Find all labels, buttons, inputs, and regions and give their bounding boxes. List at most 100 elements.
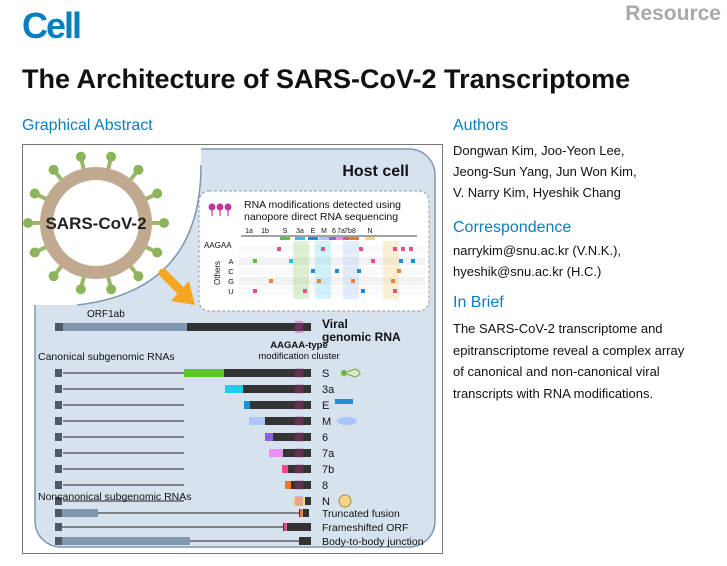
highlight-band <box>383 241 399 299</box>
highlight-band <box>315 241 331 299</box>
virus-spike-head <box>48 164 59 175</box>
cluster-marker <box>295 448 303 458</box>
virus-spike-head <box>159 218 169 228</box>
correspondence-list: narrykim@snu.ac.kr (V.N.K.), hyeshik@snu… <box>453 240 713 282</box>
modification-mark <box>371 259 375 263</box>
modification-mark <box>317 279 321 283</box>
cluster-marker <box>295 368 303 378</box>
modification-mark <box>393 289 397 293</box>
orf1ab-segment <box>62 509 98 517</box>
host-cell-label: Host cell <box>342 163 409 180</box>
cluster-marker <box>295 321 303 333</box>
rna-label: 7b <box>322 464 334 476</box>
leader-segment <box>55 433 62 441</box>
grid-row <box>239 245 425 253</box>
leader-segment <box>55 481 62 489</box>
modification-mark <box>409 247 413 251</box>
email-line[interactable]: hyeshik@snu.ac.kr (H.C.) <box>453 264 602 279</box>
subgenomic-body <box>285 481 311 489</box>
gene-track-label: 3a <box>296 228 304 235</box>
base-label: G <box>228 277 234 286</box>
authors-heading: Authors <box>453 117 509 134</box>
grid-row <box>239 277 425 285</box>
arrow-shaft <box>158 268 186 296</box>
graphical-abstract-svg: Host cell SARS-CoV-2 RNA modifications d… <box>21 143 436 548</box>
gene-track-segment <box>280 237 290 240</box>
grid-row <box>239 267 425 275</box>
leader-segment <box>55 323 63 331</box>
page-title: The Architecture of SARS-CoV-2 Transcrip… <box>22 64 631 94</box>
brief-line: The SARS-CoV-2 transcriptome and <box>453 321 663 336</box>
spike-protein-icon <box>342 368 361 378</box>
rna-label: M <box>322 416 331 428</box>
modification-mark <box>391 279 395 283</box>
virus-spike-head <box>106 284 117 295</box>
subgenomic-body <box>299 537 311 545</box>
host-cell-edge <box>76 164 202 306</box>
in-brief-text: The SARS-CoV-2 transcriptome and epitran… <box>453 318 723 404</box>
canonical-heading: Canonical subgenomic RNAs <box>38 351 175 363</box>
subgenomic-body <box>244 401 311 409</box>
gene-track-label: 7b <box>344 228 352 235</box>
orf-segment <box>282 465 288 473</box>
virus-spike-head <box>29 247 40 258</box>
virus-spike-head <box>133 271 144 282</box>
subgenomic-body <box>283 523 311 531</box>
subgenomic-body <box>265 433 311 441</box>
virus-icon: SARS-CoV-2 <box>23 151 169 295</box>
gene-track-segment <box>308 237 318 240</box>
gene-track-label: 8 <box>352 228 356 235</box>
gene-track-segment <box>343 237 353 240</box>
modification-mark <box>253 289 257 293</box>
highlight-band <box>343 241 359 299</box>
leader-segment <box>55 401 62 409</box>
modification-legend-line-1: RNA modifications detected using <box>244 199 401 211</box>
cluster-label-line-2: modification cluster <box>258 351 339 362</box>
modification-icon <box>208 203 232 216</box>
virus-core <box>53 180 139 266</box>
orf1ab-label: ORF1ab <box>87 309 125 320</box>
gene-track-segment <box>295 237 305 240</box>
subgenomic-body <box>225 385 311 393</box>
rna-label: S <box>322 368 329 380</box>
orf-segment <box>265 433 273 441</box>
orf-segment <box>293 497 305 505</box>
subgenomic-body <box>269 449 311 457</box>
subgenomic-body <box>249 417 311 425</box>
orf1ab-segment <box>62 537 190 545</box>
orf-segment <box>284 523 287 531</box>
email-line[interactable]: narrykim@snu.ac.kr (V.N.K.), <box>453 243 622 258</box>
gene-track-label: 1a <box>245 228 253 235</box>
gene-track-label: M <box>321 228 327 235</box>
gene-track-segment <box>349 237 359 240</box>
rna-label: 3a <box>322 384 335 396</box>
virus-spike-head <box>152 188 163 199</box>
leader-segment <box>55 497 62 505</box>
modification-mark <box>361 289 365 293</box>
modification-mark <box>399 259 403 263</box>
modification-mark <box>411 259 415 263</box>
gene-track-segment <box>365 237 375 240</box>
virus-spike-head <box>75 151 86 162</box>
modification-mark <box>269 279 273 283</box>
nucleocapsid-protein-icon <box>338 494 352 508</box>
grid-row <box>239 257 425 265</box>
genomic-label-line-1: Viral <box>322 317 348 331</box>
cluster-label-line-1: AAGAA-type <box>270 340 328 351</box>
virus-spike-head <box>152 247 163 258</box>
grid-row <box>239 287 425 295</box>
modification-mark <box>253 259 257 263</box>
article-type-label: Resource <box>625 2 721 25</box>
base-label: A <box>228 257 233 266</box>
rna-label: 7a <box>322 448 335 460</box>
leader-segment <box>55 449 62 457</box>
virus-spike-head <box>48 271 59 282</box>
author-list: Dongwan Kim, Joo-Yeon Lee, Jeong-Sun Yan… <box>453 140 713 203</box>
cluster-marker <box>295 480 303 490</box>
brief-line: of canonical and non-canonical viral <box>453 364 660 379</box>
genomic-label-line-2: genomic RNA <box>322 330 401 344</box>
